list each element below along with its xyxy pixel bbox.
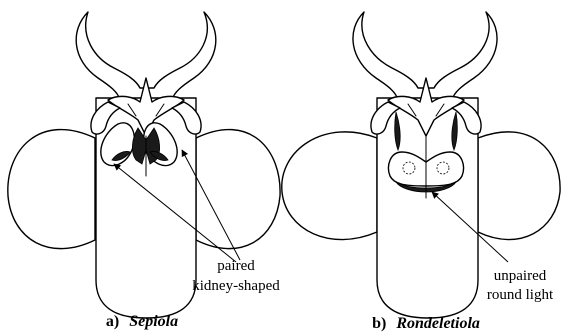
panel-b-right-fin [478,132,560,240]
panel-b-genus: Rondeletiola [395,315,480,332]
panel-a-letter: a) [106,313,119,330]
panel-b-light-spot-right [437,162,449,174]
panel-b-caption: b) Rondeletiola [372,315,480,332]
panel-a-right-fin [196,130,280,249]
panel-b-left-fin [282,132,377,240]
panel-a-left-fin [8,130,95,249]
panel-b-annotation-line1: unpaired [494,268,547,284]
panel-b-light-spot-left [403,162,415,174]
panel-a-annotation-line2: kidney-shaped [192,278,280,294]
panel-b-letter: b) [372,315,386,332]
panel-a-genus: Sepiola [129,313,178,330]
panel-b-annotation-line2: round light [487,287,554,303]
panel-a-annotation-line1: paired [217,258,255,274]
panel-a-caption: a) Sepiola [106,313,178,330]
